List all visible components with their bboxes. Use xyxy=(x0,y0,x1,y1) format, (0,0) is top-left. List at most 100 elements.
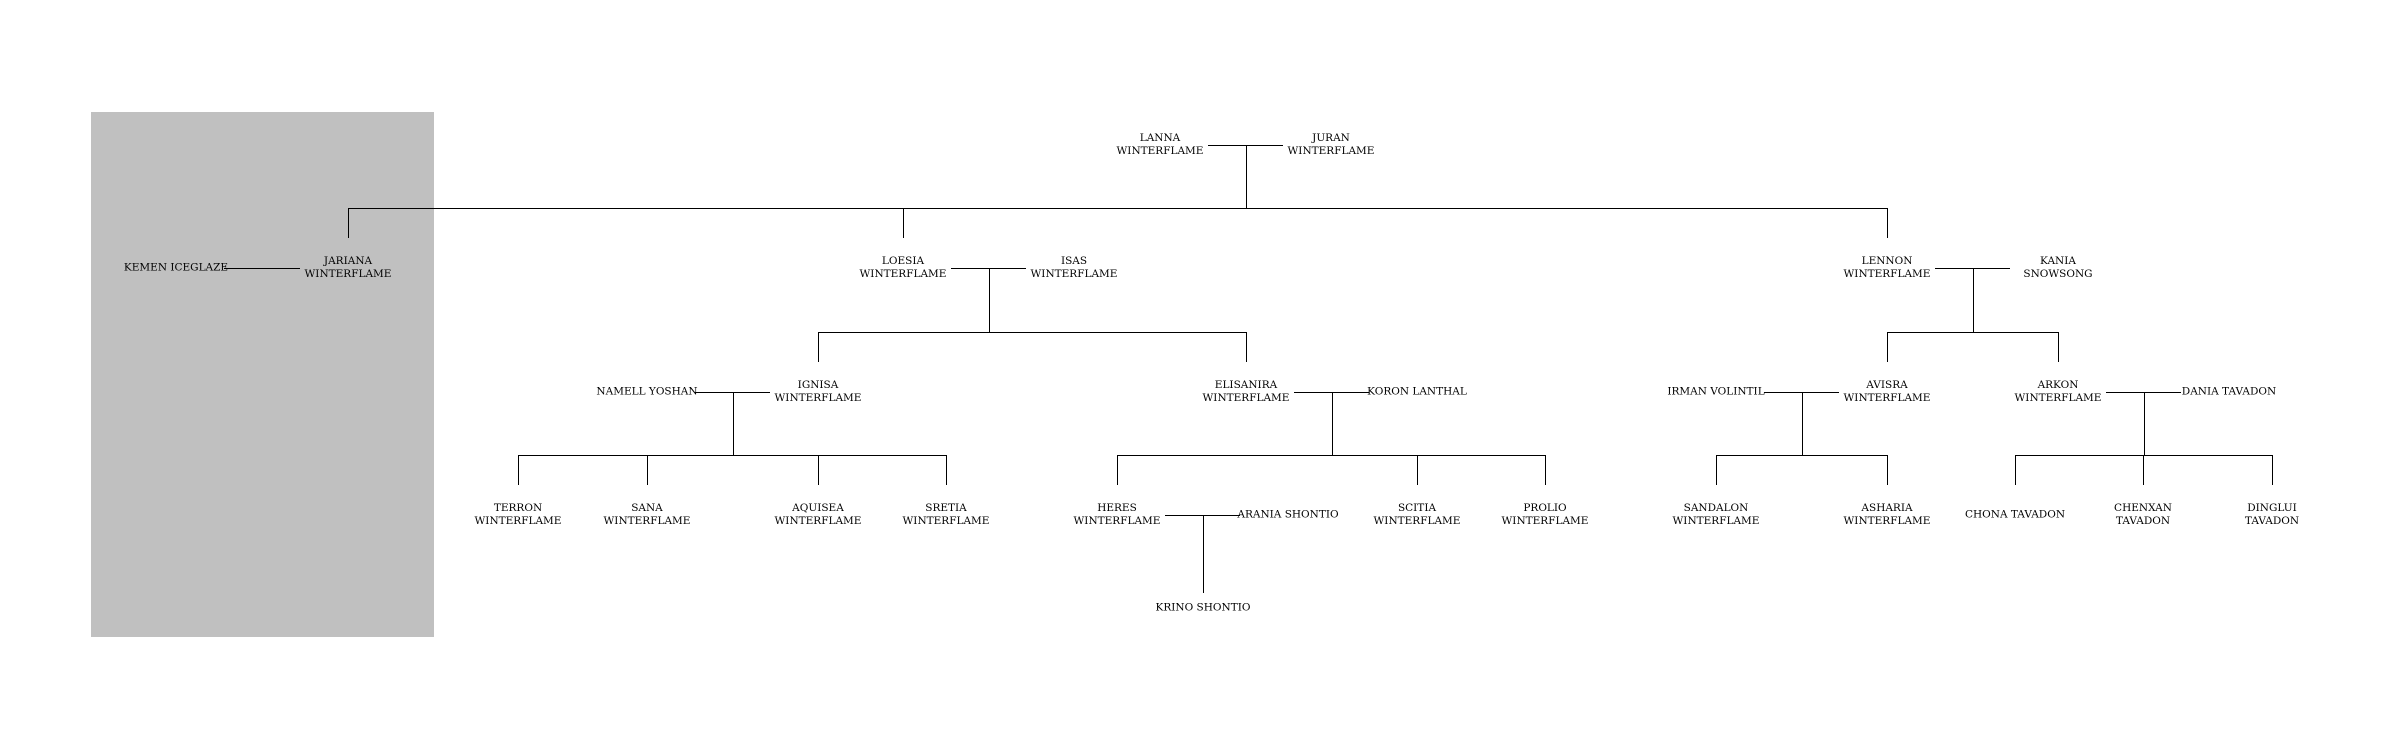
child-drop-line xyxy=(1716,455,1717,485)
person-first-name: Prolio xyxy=(1523,502,1567,514)
person-first-name: Irman Volintil xyxy=(1667,385,1765,398)
person-surname: Winterflame xyxy=(474,515,562,527)
marriage-line xyxy=(224,268,300,269)
child-drop-line xyxy=(647,455,648,485)
person-first-name: Aquisea xyxy=(792,502,844,514)
child-drop-line xyxy=(946,455,947,485)
person-sandalon: SandalonWinterflame xyxy=(1641,502,1791,528)
person-first-name: Sandalon xyxy=(1683,502,1749,514)
person-surname: Winterflame xyxy=(304,268,392,280)
person-first-name: Krino Shontio xyxy=(1155,601,1251,614)
person-surname: Winterflame xyxy=(1202,392,1290,404)
child-drop-line xyxy=(2015,455,2016,485)
child-drop-line xyxy=(1117,455,1118,485)
person-avisra: AvisraWinterflame xyxy=(1812,379,1962,405)
person-surname: Winterflame xyxy=(774,515,862,527)
person-first-name: Terron xyxy=(493,502,543,514)
person-jariana: JarianaWinterflame xyxy=(273,255,423,281)
person-first-name: Sana xyxy=(631,502,663,514)
child-drop-line xyxy=(2058,332,2059,362)
person-first-name: Jariana xyxy=(323,255,373,267)
person-first-name: Heres xyxy=(1097,502,1137,514)
marriage-line xyxy=(1208,145,1283,146)
child-drop-line xyxy=(818,455,819,485)
person-loesia: LoesiaWinterflame xyxy=(828,255,978,281)
person-krino: Krino Shontio xyxy=(1128,602,1278,615)
sibling-bar xyxy=(518,455,946,456)
person-surname: Winterflame xyxy=(1116,145,1204,157)
child-drop-line xyxy=(1545,455,1546,485)
person-first-name: Lanna xyxy=(1139,132,1181,144)
person-surname: Winterflame xyxy=(902,515,990,527)
person-arania: Arania Shontio xyxy=(1213,509,1363,522)
person-surname: Winterflame xyxy=(603,515,691,527)
marriage-line xyxy=(1764,392,1839,393)
person-surname: Winterflame xyxy=(859,268,947,280)
person-first-name: Lennon xyxy=(1861,255,1913,267)
person-surname: Winterflame xyxy=(1843,392,1931,404)
marriage-line xyxy=(695,392,770,393)
person-first-name: Asharia xyxy=(1861,502,1913,514)
sibling-bar xyxy=(1887,332,2058,333)
child-drop-line xyxy=(1887,332,1888,362)
person-kemen: Kemen Iceglaze xyxy=(101,262,251,275)
person-first-name: Dinglui xyxy=(2247,502,2297,514)
person-koron: Koron Lanthal xyxy=(1342,386,1492,399)
child-drop-line xyxy=(818,332,819,362)
person-first-name: Loesia xyxy=(881,255,925,267)
person-irman: Irman Volintil xyxy=(1641,386,1791,399)
person-heres: HeresWinterflame xyxy=(1042,502,1192,528)
marriage-line xyxy=(2106,392,2181,393)
child-drop-line xyxy=(348,208,349,238)
person-first-name: Isas xyxy=(1060,255,1088,267)
person-chenxan: ChenxanTavadon xyxy=(2068,502,2218,528)
person-surname: Tavadon xyxy=(2244,515,2300,527)
descent-line xyxy=(1203,515,1204,593)
person-sana: SanaWinterflame xyxy=(572,502,722,528)
descent-line xyxy=(733,392,734,455)
highlight-region xyxy=(91,112,434,637)
descent-line xyxy=(1246,145,1247,208)
person-surname: Winterflame xyxy=(1287,145,1375,157)
person-namell: Namell Yoshan xyxy=(572,386,722,399)
person-dania: Dania Tavadon xyxy=(2154,386,2304,399)
child-drop-line xyxy=(2143,455,2144,485)
child-drop-line xyxy=(1246,332,1247,362)
person-surname: Winterflame xyxy=(1073,515,1161,527)
person-scitia: ScitiaWinterflame xyxy=(1342,502,1492,528)
person-surname: Winterflame xyxy=(1843,515,1931,527)
person-first-name: Scitia xyxy=(1397,502,1437,514)
person-lanna: LannaWinterflame xyxy=(1085,132,1235,158)
child-drop-line xyxy=(903,208,904,238)
person-first-name: Avisra xyxy=(1866,379,1908,391)
person-dinglui: DingluiTavadon xyxy=(2197,502,2347,528)
person-first-name: Kania xyxy=(2040,255,2076,267)
person-first-name: Sretia xyxy=(925,502,967,514)
person-first-name: Arania Shontio xyxy=(1237,508,1339,521)
person-elisanira: ElisaniraWinterflame xyxy=(1171,379,1321,405)
person-first-name: Juran xyxy=(1312,132,1350,144)
child-drop-line xyxy=(1887,208,1888,238)
sibling-bar xyxy=(1716,455,1887,456)
sibling-bar xyxy=(818,332,1246,333)
person-arkon: ArkonWinterflame xyxy=(1983,379,2133,405)
descent-line xyxy=(1973,268,1974,332)
marriage-line xyxy=(1165,515,1240,516)
person-first-name: Elisanira xyxy=(1214,379,1278,391)
person-first-name: Koron Lanthal xyxy=(1367,385,1467,398)
person-first-name: Chenxan xyxy=(2114,502,2172,514)
descent-line xyxy=(1802,392,1803,455)
person-surname: Winterflame xyxy=(1672,515,1760,527)
marriage-line xyxy=(1294,392,1369,393)
person-asharia: AshariaWinterflame xyxy=(1812,502,1962,528)
person-terron: TerronWinterflame xyxy=(443,502,593,528)
person-kania: KaniaSnowsong xyxy=(1983,255,2133,281)
person-isas: IsasWinterflame xyxy=(999,255,1149,281)
descent-line xyxy=(1332,392,1333,455)
person-aquisea: AquiseaWinterflame xyxy=(743,502,893,528)
person-first-name: Namell Yoshan xyxy=(596,385,698,398)
marriage-line xyxy=(1935,268,2010,269)
person-first-name: Arkon xyxy=(2037,379,2079,391)
person-first-name: Chona Tavadon xyxy=(1964,508,2066,521)
